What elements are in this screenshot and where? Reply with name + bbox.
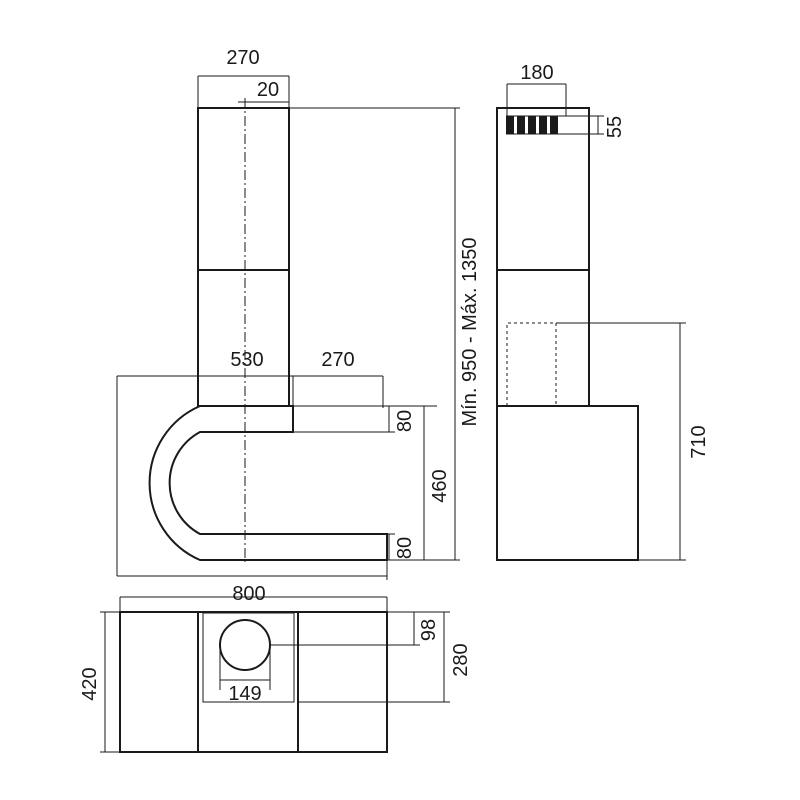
side-view: 180 55 710 <box>496 62 710 561</box>
dim-hole-diameter: 149 <box>228 683 261 705</box>
dim-hole-offset: 98 <box>418 619 440 641</box>
plan-view: 149 800 420 98 280 <box>79 583 472 753</box>
front-chimney-upper <box>197 107 290 271</box>
front-hood-body <box>148 405 388 561</box>
dim-arm-thickness-top: 80 <box>394 410 416 432</box>
dim-axis-offset: 20 <box>257 79 279 101</box>
plan-chimney-footprint <box>202 612 295 703</box>
side-hidden-duct <box>506 322 557 406</box>
dim-chimney-width: 270 <box>226 47 259 69</box>
dim-side-height: 710 <box>688 425 710 458</box>
dim-body-height: 460 <box>429 469 451 502</box>
dim-plan-inner-depth: 280 <box>450 643 472 676</box>
side-hood-body <box>496 405 639 561</box>
front-chimney-lower <box>197 269 290 407</box>
dim-arm-thickness-bottom: 80 <box>394 537 416 559</box>
plan-outlet-hole <box>219 619 271 671</box>
dim-arm-length: 270 <box>321 349 354 371</box>
dim-height-range: Mín. 950 - Máx. 1350 <box>459 238 481 427</box>
dim-outlet-width: 180 <box>520 62 553 84</box>
front-view: 270 20 Mín. 950 - Máx. 1350 530 270 80 4… <box>116 47 481 580</box>
dim-body-depth: 530 <box>230 349 263 371</box>
dim-outlet-height: 55 <box>604 116 626 138</box>
dim-total-width: 800 <box>232 583 265 605</box>
side-chimney-lower <box>496 269 590 407</box>
outlet-grille <box>506 116 558 134</box>
plan-outline <box>119 611 388 753</box>
dim-plan-depth: 420 <box>79 667 101 700</box>
